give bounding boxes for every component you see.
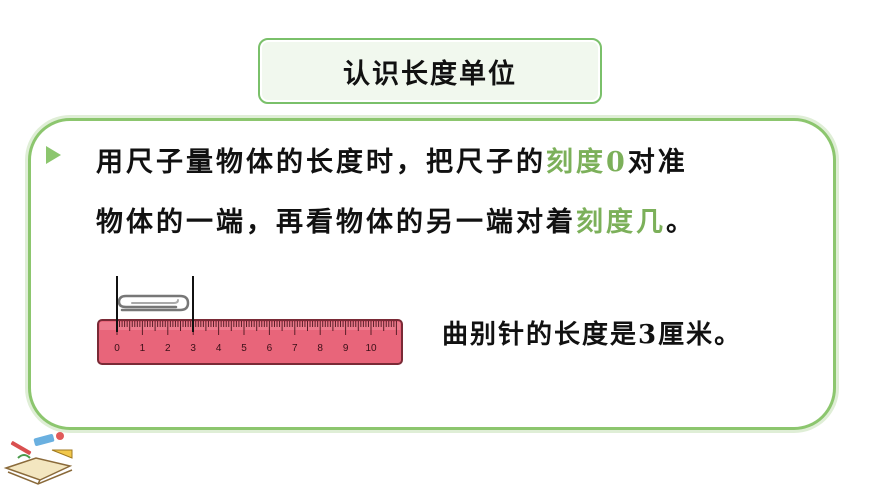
text-line-1-part-a: 用尺子量物体的长度时，把尺子的 xyxy=(96,147,546,178)
ruler-figure: 0 1 2 3 4 5 6 7 8 9 10 xyxy=(97,276,403,365)
content-panel xyxy=(28,118,836,430)
triangle-bullet-icon xyxy=(46,146,61,164)
ruler-tick-label: 1 xyxy=(140,343,146,354)
ruler-tick-label: 10 xyxy=(365,343,377,354)
paperclip-length-caption: 曲别针的长度是3厘米。 xyxy=(442,320,743,350)
text-line-1-part-b: 对准 xyxy=(627,147,688,178)
text-line-2-part-a: 物体的一端，再看物体的另一端对着 xyxy=(96,207,576,238)
book-and-stationery-icon xyxy=(3,432,73,485)
text-line-2: 物体的一端，再看物体的另一端对着刻度几。 xyxy=(96,200,696,239)
page-title: 认识长度单位 xyxy=(258,38,602,104)
text-line-1: 用尺子量物体的长度时，把尺子的刻度0对准 xyxy=(96,140,688,179)
ruler-tick-labels: 0 1 2 3 4 5 6 7 8 9 10 xyxy=(114,343,377,354)
ruler-tick-label: 9 xyxy=(343,343,349,354)
ruler-tick-label: 5 xyxy=(241,343,247,354)
ruler-body xyxy=(97,319,403,365)
ruler-tick-label: 0 xyxy=(114,343,120,354)
ruler-tick-label: 7 xyxy=(292,343,298,354)
highlight-which-mark: 刻度几 xyxy=(576,207,666,238)
ruler-tick-label: 2 xyxy=(165,343,171,354)
ruler-tick-label: 3 xyxy=(190,343,196,354)
ruler-tick-label: 4 xyxy=(216,343,222,354)
paperclip-icon xyxy=(117,294,190,312)
highlight-zero-mark: 刻度0 xyxy=(546,147,628,178)
text-line-2-part-b: 。 xyxy=(666,207,696,238)
ruler-tick-label: 8 xyxy=(317,343,323,354)
ruler-tick-label: 6 xyxy=(267,343,273,354)
